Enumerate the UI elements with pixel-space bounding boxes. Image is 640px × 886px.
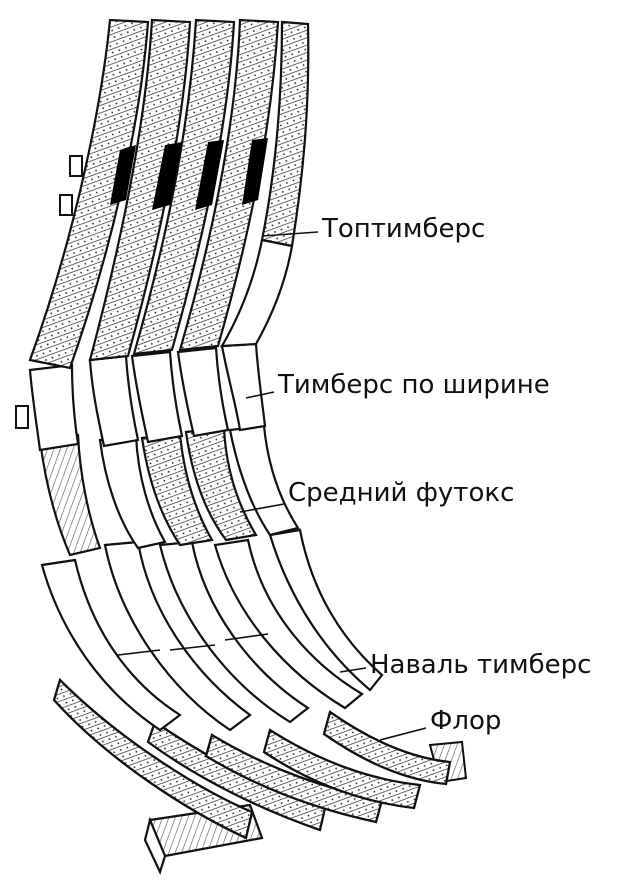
- width-timbers: [15, 342, 267, 452]
- label-naval-timbers: Наваль тимберс: [370, 650, 592, 680]
- leader-lines: [239, 231, 427, 741]
- label-floor: Флор: [430, 706, 502, 736]
- naval-timbers: [40, 528, 384, 732]
- label-middle-futtock: Средний футокс: [288, 478, 515, 508]
- label-toptimbers: Топтимберс: [322, 214, 486, 244]
- toptimbers: [28, 18, 310, 370]
- middle-futtocks: [38, 424, 300, 557]
- floor-timbers: [52, 677, 452, 840]
- label-width-timbers: Тимберс по ширине: [278, 370, 550, 400]
